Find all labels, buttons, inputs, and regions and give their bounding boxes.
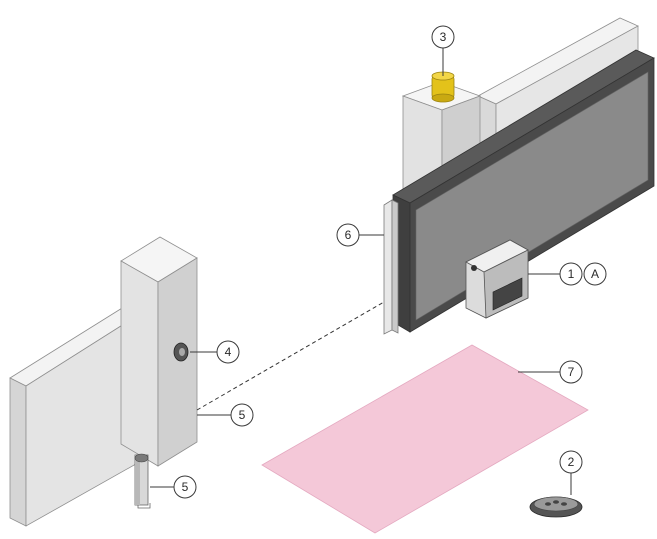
svg-text:A: A (591, 267, 599, 281)
svg-text:6: 6 (345, 228, 352, 242)
svg-text:3: 3 (440, 30, 447, 44)
left-wall (9, 304, 144, 527)
callout-2: 2 (559, 450, 583, 474)
photocell-post (134, 453, 151, 509)
callout-7: 7 (559, 360, 583, 384)
remote-control-icon (529, 496, 583, 518)
key-selector-icon (173, 342, 189, 362)
leader-lines (150, 48, 572, 495)
left-column (120, 236, 198, 467)
svg-text:5: 5 (239, 408, 246, 422)
callout-3: 3 (431, 25, 455, 49)
callout-4: 4 (216, 340, 240, 364)
callout-6: 6 (336, 223, 360, 247)
callout-1: 1 (559, 262, 583, 286)
svg-text:2: 2 (568, 455, 575, 469)
callout-5-column: 5 (230, 403, 254, 427)
photocell-beam (196, 301, 385, 411)
callout-5-post: 5 (173, 475, 197, 499)
svg-text:5: 5 (182, 480, 189, 494)
svg-text:7: 7 (568, 365, 575, 379)
detection-loop-area (261, 344, 589, 534)
callout-a: A (583, 262, 607, 286)
svg-text:1: 1 (568, 267, 575, 281)
safety-edge (383, 199, 399, 335)
gate-motor (465, 239, 529, 319)
flashing-lamp-icon (431, 71, 455, 103)
svg-text:4: 4 (225, 345, 232, 359)
